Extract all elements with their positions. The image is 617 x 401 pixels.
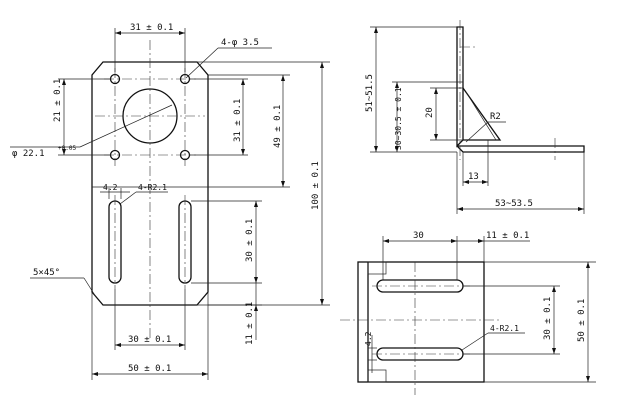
- dim-mount-holes: 4-φ 3.5: [221, 38, 259, 48]
- side-view: 51~51.5 30~30.5 ± 0.1 20 R2 13 53~53.5: [365, 20, 585, 214]
- dim-side-length: 53~53.5: [495, 199, 533, 209]
- dim-slot-radius: 4-R2.1: [138, 183, 167, 192]
- dim-gusset-range: 30~30.5 ± 0.1: [394, 87, 403, 150]
- dim-gusset-offset: 13: [468, 172, 479, 182]
- dim-center-height: 49 ± 0.1: [273, 105, 283, 148]
- dim-side-height: 51~51.5: [365, 74, 375, 112]
- dim-bottom-slot-start: 11 ± 0.1: [486, 231, 529, 241]
- dim-bottom-slot-width: 4.2: [364, 331, 373, 346]
- dim-slot-length: 30 ± 0.1: [245, 219, 255, 262]
- dim-bottom-total-width: 50 ± 0.1: [577, 299, 587, 342]
- dim-width: 50 ± 0.1: [128, 364, 171, 374]
- bottom-plate-outline: [357, 261, 485, 383]
- side-gusset: [462, 87, 502, 141]
- dim-total-height: 100 ± 0.1: [311, 161, 321, 210]
- dim-hole-v-pitch-right: 31 ± 0.1: [233, 99, 243, 142]
- dim-slot-bottom: 11 ± 0.1: [245, 302, 255, 345]
- dim-bore-dia: φ 22.1: [12, 149, 45, 159]
- dim-gusset-height: 20: [425, 107, 435, 118]
- dim-slot-width: 4.2: [103, 183, 118, 192]
- dim-bottom-slot-length: 30: [413, 231, 424, 241]
- dim-top-hole-pitch: 31 ± 0.1: [130, 23, 173, 33]
- dim-slot-pitch: 30 ± 0.1: [128, 335, 171, 345]
- dim-radius: R2: [490, 112, 501, 122]
- dim-hole-v-pitch-left: 21 ± 0.1: [53, 79, 63, 122]
- side-horizontal-leg: [456, 145, 585, 153]
- dim-chamfer: 5×45°: [33, 268, 60, 278]
- dim-bore-tol: +0.05: [58, 145, 76, 152]
- dim-bottom-slot-pitch: 30 ± 0.1: [543, 297, 553, 340]
- dim-bottom-slot-radius: 4-R2.1: [490, 324, 519, 333]
- bottom-view: 30 11 ± 0.1 4.2 4-R2.1 30 ± 0.1 50 ± 0.1: [340, 231, 596, 395]
- front-view: 31 ± 0.1 4-φ 3.5 21 ± 0.1 31 ± 0.1 49 ± …: [10, 23, 330, 380]
